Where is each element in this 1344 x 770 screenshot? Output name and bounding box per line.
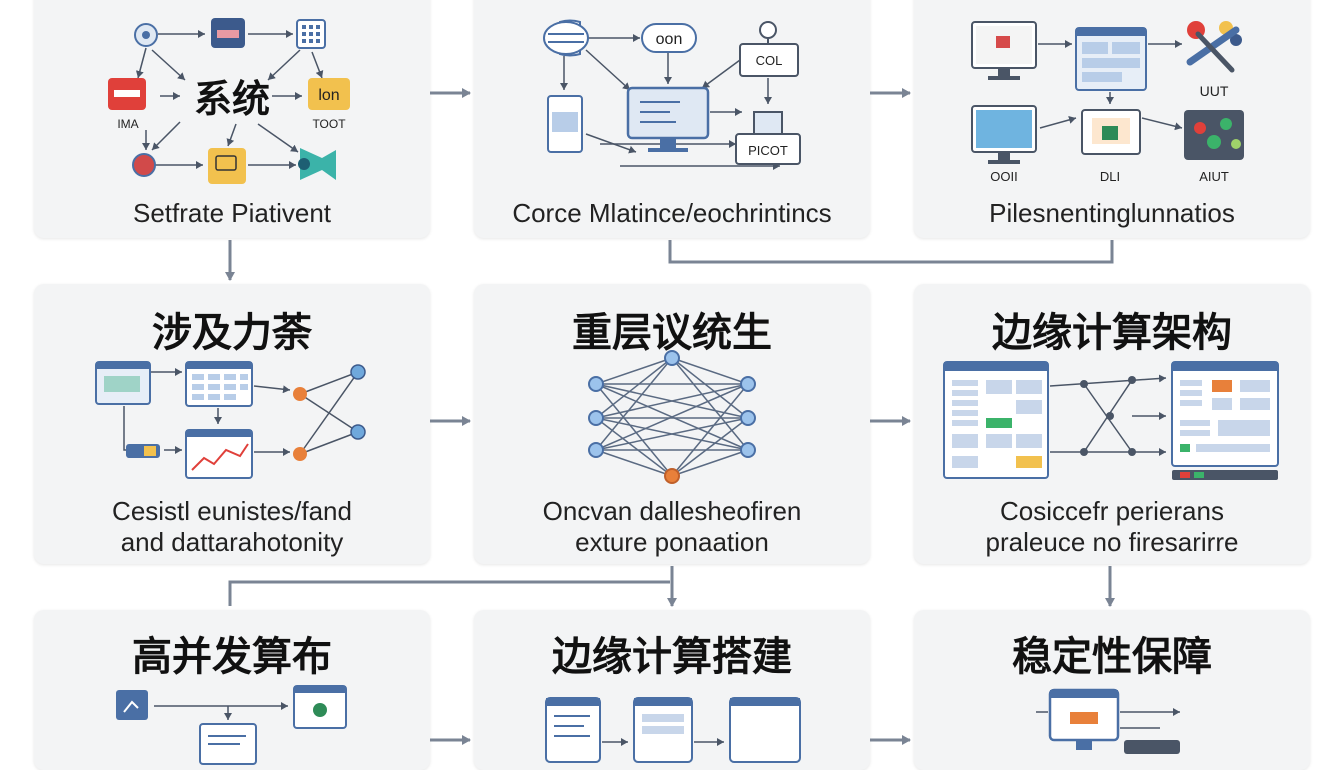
phone-icon (545, 697, 601, 763)
panel-shejili: 涉及力荼 Cesistl eunistes/fand and dattaraho… (34, 284, 430, 564)
panel6-icons (943, 361, 1279, 480)
panel9-icons (1036, 688, 1180, 754)
node-icon (132, 153, 156, 177)
caption-line: praleuce no firesarirre (985, 527, 1239, 557)
label-aiut: AIUT (1199, 169, 1229, 184)
connector-p2-p3 (668, 240, 1114, 264)
caption-line: exture ponaation (575, 527, 769, 557)
panel-caption: Corce Mlatince/eochrintincs (512, 198, 832, 228)
panel-window-icon (729, 697, 801, 763)
label-picot: PICOT (748, 143, 788, 158)
panel4-icons (95, 361, 366, 479)
caption-line: Oncvan dallesheofiren (542, 496, 802, 526)
flow-arrows (225, 88, 1115, 745)
caption-line: and dattarahotonity (120, 527, 344, 557)
panel-zhongceng: 重层议统生 Oncvan dallesheofiren exture ponaa… (474, 284, 870, 564)
panel-stability: 稳定性保障 (914, 610, 1310, 770)
panel-title: 高并发算布 (132, 634, 332, 680)
panel-caption: Cosiccefr perierans praleuce no firesari… (914, 496, 1310, 558)
label-oon: oon (656, 31, 683, 48)
panel-caption: Cesistl eunistes/fand and dattarahotonit… (34, 496, 430, 558)
tools-icon (1186, 21, 1242, 73)
panel2-icons: oon COL PICOT (543, 19, 801, 170)
panel-title: 边缘计算搭建 (552, 634, 792, 680)
panel-title: 涉及力荼 (152, 310, 312, 356)
panel-caption: Oncvan dallesheofiren exture ponaation (474, 496, 870, 558)
panel-title: 重层议统生 (572, 310, 772, 356)
label-ima: IMA (117, 117, 138, 131)
panel-title: 稳定性保障 (1012, 634, 1212, 680)
panel-center-title: 系统 (193, 77, 270, 121)
share-box-icon (116, 690, 148, 720)
diagram-drawing: IMA lon TOOT (95, 18, 1279, 765)
caption-line: Cosiccefr perierans (1000, 496, 1224, 526)
document-icon (208, 148, 246, 184)
panel-caption: Pilesnentinglunnatios (989, 198, 1235, 228)
share-icon (300, 148, 336, 180)
col-box (739, 43, 799, 77)
panel3-icons: UUT OOII DLI AIUT (971, 21, 1244, 184)
flow-diagram: 系统 Setfrate Piativent Corce Mlatince/eoc… (34, 0, 1310, 770)
panel8-icons (545, 697, 801, 763)
panel1-icons: IMA lon TOOT (108, 18, 350, 184)
label-dli: DLI (1100, 169, 1120, 184)
caption-line: Cesistl eunistes/fand (112, 496, 352, 526)
label-col: COL (756, 53, 783, 68)
label-uut: UUT (1200, 83, 1229, 99)
panel-caption: Setfrate Piativent (133, 198, 331, 228)
tag-icon (308, 78, 350, 110)
connector-p4-p8 (228, 580, 670, 606)
panel-title: 边缘计算架构 (992, 310, 1232, 356)
label-toot: TOOT (312, 117, 346, 131)
panel5-network (588, 350, 756, 484)
pill-icon (641, 23, 697, 53)
label-ooii: OOII (990, 169, 1017, 184)
tag-label: lon (318, 87, 339, 104)
